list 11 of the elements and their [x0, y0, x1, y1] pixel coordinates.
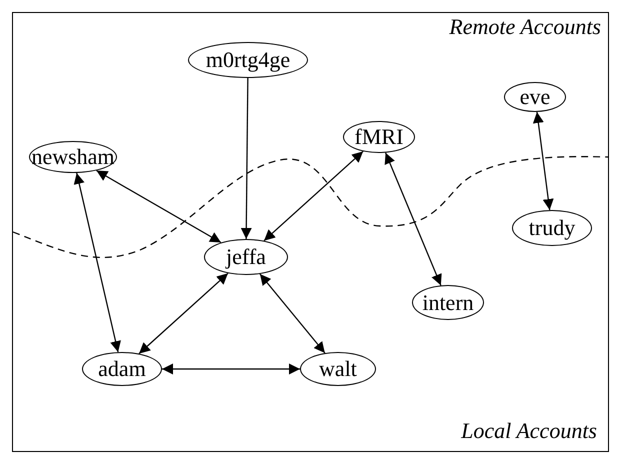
arrow — [138, 272, 228, 354]
arrow — [240, 78, 252, 239]
arrow — [264, 150, 364, 242]
arrow — [74, 172, 121, 352]
arrow — [532, 112, 554, 210]
region-label: Local Accounts — [461, 418, 597, 444]
arrow — [96, 170, 222, 244]
arrow — [384, 152, 442, 286]
arrow — [259, 274, 326, 354]
arrow — [162, 364, 300, 374]
region-label: Remote Accounts — [449, 14, 601, 40]
